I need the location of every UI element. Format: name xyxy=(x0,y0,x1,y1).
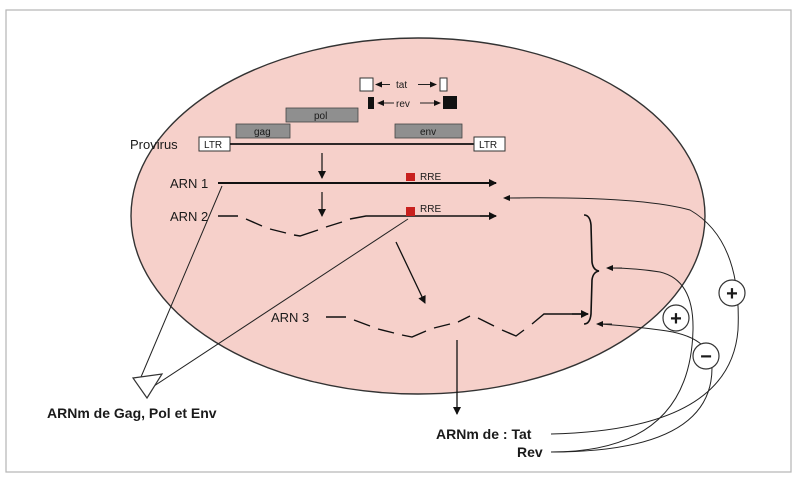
gag-label: gag xyxy=(254,127,271,138)
plus-top-sign: + xyxy=(726,283,738,305)
rev-exon-right xyxy=(443,96,457,109)
arn1-rre-marker xyxy=(406,173,415,181)
tat-mrna-label: ARNm de : Tat xyxy=(436,426,532,442)
pol-label: pol xyxy=(314,111,327,122)
gag-gene-box xyxy=(235,123,291,139)
ltr-right-label: LTR xyxy=(479,140,497,151)
plus-top-circle xyxy=(718,279,746,307)
arn2-spliced-line xyxy=(218,215,496,237)
pol-gene-box xyxy=(285,107,359,123)
arn1-label: ARN 1 xyxy=(170,176,208,191)
plus-mid-circle xyxy=(662,304,690,332)
regulation-brace xyxy=(583,214,600,325)
arn2-rre-marker xyxy=(406,207,415,216)
plus-mid-sign: + xyxy=(670,308,682,330)
rev-exon-left xyxy=(368,97,374,109)
tat-exon-right xyxy=(439,77,448,92)
arn2-rre-label: RRE xyxy=(420,204,441,215)
gag-pol-env-mrna-label: ARNm de Gag, Pol et Env xyxy=(47,405,217,421)
tat-exon-left xyxy=(359,77,374,92)
rev-label: rev xyxy=(396,99,410,110)
rev-feedback-curve-plus xyxy=(550,267,694,453)
ltr-right-box xyxy=(473,136,506,152)
env-gene-box xyxy=(394,123,463,139)
rev-mrna-label: Rev xyxy=(517,444,543,460)
gag-pol-env-export-arrow xyxy=(131,373,164,400)
minus-sign: − xyxy=(700,346,712,368)
arn3-spliced-line xyxy=(326,313,588,338)
provirus-label: Provirus xyxy=(130,137,178,152)
arn2-label: ARN 2 xyxy=(170,209,208,224)
tat-feedback-curve xyxy=(505,197,739,435)
export-line-arn1 xyxy=(140,185,223,378)
minus-circle xyxy=(692,342,720,370)
arn1-rre-label: RRE xyxy=(420,172,441,183)
tat-label: tat xyxy=(396,80,407,91)
export-line-arn2 xyxy=(150,218,409,389)
env-label: env xyxy=(420,127,436,138)
splicing-arrow xyxy=(395,241,426,304)
arn3-label: ARN 3 xyxy=(271,310,309,325)
ltr-left-label: LTR xyxy=(204,140,222,151)
